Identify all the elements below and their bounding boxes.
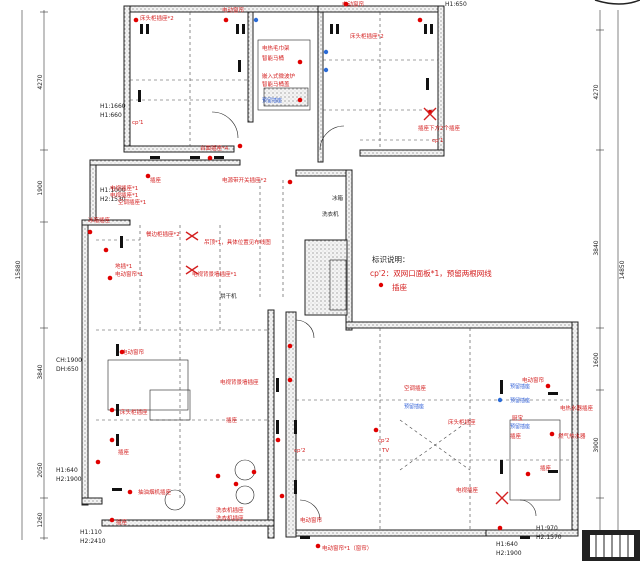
label-washer-2: 洗衣机插座 — [216, 514, 244, 522]
appliance-labels: 冰箱 洗衣机 烘干机 — [220, 194, 344, 300]
dim-left-5: 1260 — [37, 512, 44, 527]
legend: 标识说明： cp'2：双网口面板*1，预留两根网线 插座 — [370, 254, 492, 292]
label-sideboard: 餐边柜插座*2 — [146, 230, 180, 238]
label-bedside-1: 床头柜插座*2 — [140, 14, 174, 22]
label-reserved-2: 预留插座 — [510, 383, 530, 390]
label-washer-dark: 洗衣机 — [322, 210, 339, 218]
h-bottom-right-1: H1:970 — [536, 525, 558, 532]
h-bottom-left-2: H2:2410 — [80, 538, 106, 545]
dim-right-4: 3900 — [593, 437, 600, 452]
label-fridge-dark: 冰箱 — [332, 194, 344, 202]
label-curtain-3: 电动窗帘*1 — [115, 270, 143, 278]
label-kitchen-heater: 厨宝 — [512, 414, 524, 422]
label-reserved-4: 预留插座 — [404, 403, 424, 410]
label-toilet-1: 智能马桶 — [262, 54, 285, 62]
label-ceiling: 吊顶*1，具体位置见布线图 — [204, 238, 271, 246]
label-curtain-1: 电动窗帘 — [222, 6, 245, 14]
label-reserved-3: 预留插座 — [510, 397, 530, 404]
dim-right-2: 3840 — [593, 240, 600, 255]
h-top-left-1: H1:1660 — [100, 103, 126, 110]
label-microwave: 嵌入式微波炉 — [262, 72, 296, 80]
dim-left-total: 15880 — [15, 260, 22, 279]
label-cp2-left: cp'2 — [294, 448, 306, 454]
h-mid-left-2: H2:1530 — [100, 196, 126, 203]
label-tv-wall-1: 电视背景墙插座*1 — [192, 270, 237, 278]
label-tv-4: 电视插座 — [456, 486, 479, 494]
h-bottom-left-1: H1:110 — [80, 529, 102, 536]
label-hood: 抽油烟机插座 — [138, 488, 172, 496]
label-dryer-dark: 烘干机 — [220, 292, 237, 300]
legend-line-1: cp'2：双网口面板*1，预留两根网线 — [370, 268, 492, 278]
label-bedside-4: 床头柜插座 — [448, 418, 476, 426]
h-top-left-2: H1:660 — [100, 112, 122, 119]
label-curtain-2: 电动窗帘 — [342, 0, 365, 8]
label-ac: 空调插座*1 — [118, 198, 146, 206]
legend-title: 标识说明： — [372, 254, 410, 264]
dim-right-total: 14850 — [619, 260, 626, 279]
label-reserved-1: 预留插座 — [262, 97, 282, 104]
height-annotations: H1:1660 H1:660 H1:1000 H2:1530 H1:650 CH… — [56, 1, 562, 557]
label-tv-1: 电视插座*1 — [110, 184, 138, 192]
h-low-left-2: H2:1900 — [56, 476, 82, 483]
interior-lines — [96, 0, 640, 561]
label-socket-d: 插座 — [116, 518, 128, 526]
h-mid-left-1: H1:1000 — [100, 187, 126, 194]
label-socket-f: 插座 — [540, 464, 552, 472]
h-low-left-1: H1:640 — [56, 467, 78, 474]
label-under-socket: 插座下方2个插座 — [418, 124, 460, 132]
dim-left-3: 3840 — [37, 364, 44, 379]
dimension-lines-left: 4270 1900 3840 2050 1260 15880 — [15, 10, 48, 540]
label-bedside-2: 床头柜插座*2 — [350, 32, 384, 40]
label-bedside-3: 床头柜插座 — [120, 408, 148, 416]
label-ac-2: 空调插座 — [404, 384, 427, 392]
label-cp1-left: cp'1 — [132, 120, 144, 126]
label-washer-1: 洗衣机插座 — [216, 506, 244, 514]
legend-line-2: 插座 — [392, 282, 407, 292]
label-socket-e: 插座 — [226, 416, 238, 424]
dimension-lines-right: 4270 3840 1600 3900 14850 — [593, 10, 626, 540]
ch-1: CH:1900 — [56, 357, 82, 364]
label-socket-b: 插座 — [510, 432, 522, 440]
socket-labels: 床头柜插座*2 电动窗帘 电热毛巾架 智能马桶 床头柜插座*2 电动窗帘 嵌入式… — [88, 0, 594, 552]
label-gas-heater: 燃气热水器 — [558, 432, 586, 440]
label-socket-c: 插座 — [118, 448, 130, 456]
dim-right-1: 4270 — [593, 84, 600, 99]
ch-2: DH:650 — [56, 366, 79, 373]
dim-left-4: 2050 — [37, 462, 44, 477]
label-switch-socket: 电源带开关插座*2 — [222, 176, 267, 184]
label-toilet-lid: 智能马桶盖 — [262, 80, 290, 88]
reserved-labels: 预留插座 预留插座 预留插座 预留插座 预留插座 — [262, 97, 530, 430]
dim-right-3: 1600 — [593, 352, 600, 367]
h-bottom-right-2: H2:1570 — [536, 534, 562, 541]
dim-left-1: 4270 — [37, 74, 44, 89]
label-tv-3: TV — [381, 448, 389, 454]
label-tv-2: 电视插座*1 — [110, 191, 138, 199]
label-curtain-5: 电动窗帘 — [300, 516, 323, 524]
label-fridge: 冰箱插座 — [88, 216, 111, 224]
h-bottom-mid-1: H1:640 — [496, 541, 518, 548]
label-curtain-4: 电动窗帘 — [122, 348, 145, 356]
socket-symbols — [87, 1, 558, 549]
label-cp1-right: cp'1 — [432, 138, 444, 144]
label-water-heater: 电热水器插座 — [560, 404, 594, 412]
label-socket-a: 插座 — [150, 176, 162, 184]
h-top-right: H1:650 — [445, 1, 467, 8]
label-tv-wall-2: 电视背景墙插座 — [220, 378, 259, 386]
label-counter: 台面插座*4 — [200, 144, 229, 152]
label-reserved-5: 预留插座 — [510, 423, 530, 430]
label-towel-rack: 电热毛巾架 — [262, 44, 290, 52]
h-bottom-mid-2: H2:1900 — [496, 550, 522, 557]
label-cp2-right: cp'2 — [378, 438, 390, 444]
dim-left-2: 1900 — [37, 180, 44, 195]
label-curtain-6: 电动窗帘*1（窗帘） — [322, 544, 372, 552]
label-curtain-7: 电动窗帘 — [522, 376, 545, 384]
label-floor: 地插*1 — [115, 262, 132, 270]
